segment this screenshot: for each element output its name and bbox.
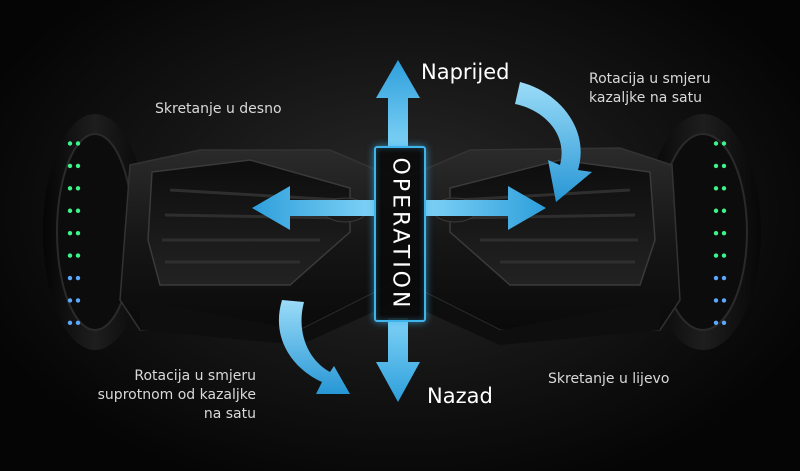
turn-right-arrow (252, 186, 374, 230)
led-dot (713, 298, 719, 303)
backward-arrow (376, 318, 420, 402)
forward-label: Naprijed (421, 60, 510, 84)
led-dot (67, 253, 73, 258)
led-dot (75, 253, 81, 258)
led-dot (721, 320, 727, 326)
led-dot (75, 230, 81, 236)
led-dot (713, 186, 719, 191)
led-dot (75, 186, 81, 191)
led-dot (713, 163, 719, 169)
led-dot (721, 163, 727, 169)
led-dot (721, 141, 727, 146)
turn-left-arrow (424, 186, 546, 230)
rotate-ccw-label: Rotacija u smjeru suprotnom od kazaljke … (97, 368, 256, 422)
led-dot (713, 275, 719, 281)
led-dot (721, 253, 727, 258)
led-dot (713, 208, 719, 213)
led-dot (67, 186, 73, 191)
operation-badge: OPERATION (374, 146, 426, 322)
led-dot (67, 320, 73, 326)
led-dot (67, 163, 73, 169)
led-dot (721, 230, 727, 236)
right-wheel-led-strip (713, 141, 727, 326)
led-dot (713, 230, 719, 236)
led-dot (721, 298, 727, 303)
led-dot (721, 208, 727, 213)
led-dot (67, 275, 73, 281)
led-dot (67, 230, 73, 236)
left-wheel-led-strip (67, 141, 81, 326)
operation-label: OPERATION (387, 157, 413, 311)
backward-label: Nazad (427, 384, 493, 408)
led-dot (721, 186, 727, 191)
led-dot (67, 208, 73, 213)
led-dot (713, 320, 719, 326)
left-foot-pad (147, 159, 351, 286)
rotate-ccw-arrow (278, 300, 350, 394)
led-dot (75, 163, 81, 169)
led-dot (75, 141, 81, 146)
led-dot (713, 253, 719, 258)
turn-right-label: Skretanje u desno (155, 101, 282, 117)
rotate-cw-label: Rotacija u smjeru kazaljke na satu (589, 71, 711, 106)
led-dot (67, 298, 73, 303)
forward-arrow (376, 60, 420, 148)
rotate-cw-arrow (515, 82, 592, 202)
led-dot (75, 298, 81, 303)
led-dot (75, 320, 81, 326)
led-dot (75, 275, 81, 281)
led-dot (721, 275, 727, 281)
led-dot (713, 141, 719, 146)
led-dot (75, 208, 81, 213)
led-dot (67, 141, 73, 146)
turn-left-label: Skretanje u lijevo (548, 371, 670, 387)
right-wheel (645, 114, 761, 350)
